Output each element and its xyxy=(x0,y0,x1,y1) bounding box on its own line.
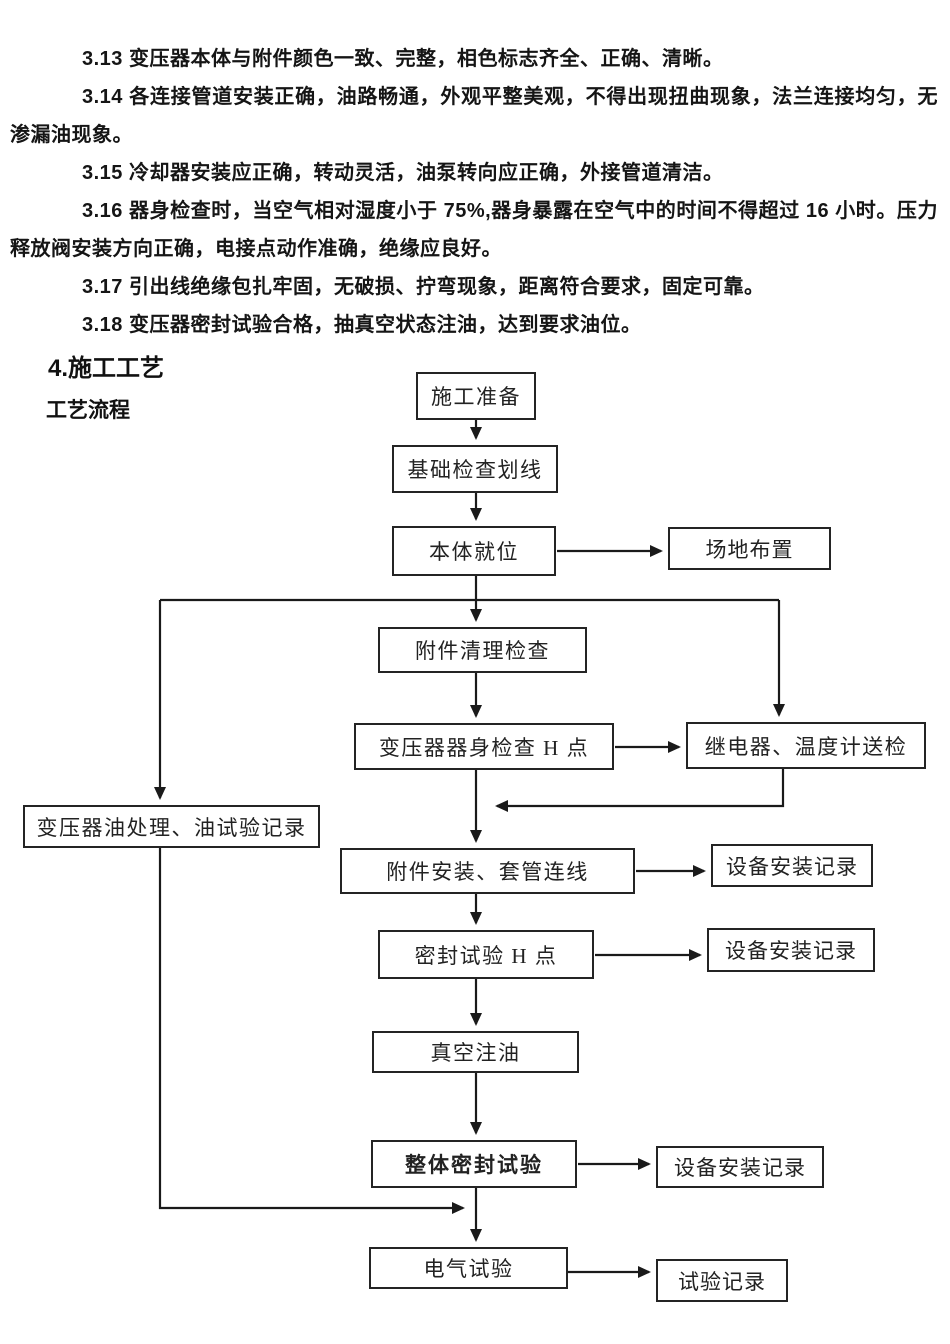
paragraph-3-15: 3.15 冷却器安装应正确，转动灵活，油泵转向应正确，外接管道清洁。 xyxy=(82,162,724,184)
flow-node-site-arrangement: 场地布置 xyxy=(668,527,831,570)
flow-node-transformer-body-inspection-h-point: 变压器器身检查 H 点 xyxy=(354,723,614,770)
paragraph-3-14: 3.14 各连接管道安装正确，油路畅通，外观平整美观，不得出现扭曲现象，法兰连接… xyxy=(10,86,938,146)
section-heading: 4.施工工艺 xyxy=(48,355,165,382)
paragraph-3-18: 3.18 变压器密封试验合格，抽真空状态注油，达到要求油位。 xyxy=(82,314,642,336)
flow-node-relay-thermometer-inspection: 继电器、温度计送检 xyxy=(686,722,926,769)
flow-process-label: 工艺流程 xyxy=(46,399,130,422)
flow-node-electrical-test: 电气试验 xyxy=(369,1247,568,1289)
document-text: 3.13 变压器本体与附件颜色一致、完整，相色标志齐全、正确、清晰。 3.14 … xyxy=(10,40,938,344)
paragraph-3-17: 3.17 引出线绝缘包扎牢固，无破损、拧弯现象，距离符合要求，固定可靠。 xyxy=(82,276,765,298)
flow-node-sealing-test-h-point: 密封试验 H 点 xyxy=(378,930,594,979)
paragraph-3-13: 3.13 变压器本体与附件颜色一致、完整，相色标志齐全、正确、清晰。 xyxy=(82,48,724,70)
paragraph-3-16: 3.16 器身检查时，当空气相对湿度小于 75%,器身暴露在空气中的时间不得超过… xyxy=(10,200,938,260)
flow-node-equipment-installation-record-3: 设备安装记录 xyxy=(656,1146,824,1188)
flow-node-test-record: 试验记录 xyxy=(656,1259,788,1302)
flow-node-transformer-oil-treatment-test-record: 变压器油处理、油试验记录 xyxy=(23,805,320,848)
flow-node-body-positioning: 本体就位 xyxy=(392,526,556,576)
flow-node-foundation-check-marking: 基础检查划线 xyxy=(392,445,558,493)
flow-node-overall-sealing-test: 整体密封试验 xyxy=(371,1140,577,1188)
flow-node-equipment-installation-record-1: 设备安装记录 xyxy=(711,844,873,887)
flow-node-vacuum-oil-filling: 真空注油 xyxy=(372,1031,579,1073)
flow-node-equipment-installation-record-2: 设备安装记录 xyxy=(707,928,875,972)
flow-node-accessories-cleaning-inspection: 附件清理检查 xyxy=(378,627,587,673)
flow-node-accessories-installation-bushing-wiring: 附件安装、套管连线 xyxy=(340,848,635,894)
flow-node-construction-preparation: 施工准备 xyxy=(416,372,536,420)
